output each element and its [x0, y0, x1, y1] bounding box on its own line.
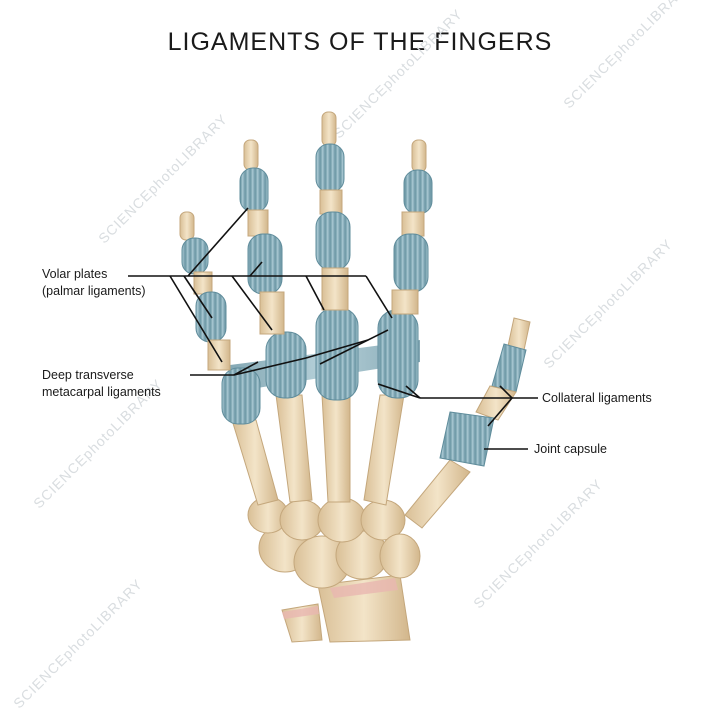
- label-deep-transverse: Deep transverse metacarpal ligaments: [42, 367, 161, 401]
- metacarpal-ring: [275, 394, 313, 503]
- label-volar-plates: Volar plates (palmar ligaments): [42, 266, 146, 300]
- ligament-capsule: [393, 233, 429, 293]
- phalanx: [247, 209, 269, 237]
- carpal-bone: [279, 499, 325, 541]
- ligament-capsule: [315, 211, 351, 271]
- ligament-capsule: [315, 143, 345, 193]
- leader-line: [231, 275, 273, 331]
- ligament-capsule: [265, 331, 307, 399]
- carpal-bones: [247, 496, 421, 589]
- finger-little: [179, 211, 231, 371]
- carpal-bone: [379, 533, 421, 579]
- finger-index: [391, 139, 433, 315]
- metacarpal-little: [231, 419, 279, 506]
- leader-line: [233, 357, 307, 376]
- leader-line: [365, 275, 393, 319]
- phalanx: [411, 139, 427, 173]
- ligament-capsule: [403, 169, 433, 215]
- ligament-capsule: [377, 309, 419, 399]
- ligament-capsule: [439, 411, 495, 467]
- phalanx: [321, 111, 337, 147]
- phalanx: [391, 289, 419, 315]
- ligament-capsule: [221, 367, 261, 425]
- ligament-capsule: [491, 343, 527, 393]
- finger-middle: [315, 111, 351, 311]
- leader-line: [249, 261, 263, 277]
- forearm-bones: [281, 574, 411, 643]
- label-collateral-ligaments: Collateral ligaments: [542, 391, 652, 405]
- metacarpal-thumb: [404, 459, 471, 529]
- leader-line: [499, 385, 513, 399]
- leader-line: [183, 275, 213, 319]
- leader-lines: [128, 207, 538, 450]
- label-line: Volar plates: [42, 267, 108, 281]
- leader-line: [233, 361, 259, 376]
- leader-line: [405, 385, 421, 399]
- leader-line: [319, 329, 389, 365]
- finger-thumb: [439, 317, 531, 467]
- phalanx: [179, 211, 195, 241]
- label-line: metacarpal ligaments: [42, 385, 161, 399]
- leader-line: [187, 207, 249, 277]
- phalanx: [243, 139, 259, 171]
- leader-line: [169, 275, 223, 363]
- finger-ring: [239, 139, 285, 335]
- metacarpal-index: [363, 394, 405, 506]
- label-line: (palmar ligaments): [42, 284, 146, 298]
- leader-line: [487, 397, 513, 427]
- leader-line: [305, 339, 369, 359]
- leader-line: [377, 383, 421, 399]
- wrist-ligament: [330, 578, 398, 598]
- diagram-title: LIGAMENTS OF THE FINGERS: [167, 28, 553, 56]
- label-joint-capsule: Joint capsule: [534, 442, 607, 456]
- metacarpal-middle: [321, 394, 351, 503]
- phalanx: [321, 267, 349, 311]
- ligament-capsule: [247, 233, 283, 295]
- phalanx: [475, 385, 517, 421]
- carpal-bone: [317, 497, 367, 543]
- label-line: Deep transverse: [42, 368, 134, 382]
- ligament-capsule: [239, 167, 269, 213]
- leader-line: [305, 275, 325, 311]
- metacarpal-bones: [231, 394, 471, 529]
- phalanx: [401, 211, 425, 237]
- phalanx: [507, 317, 531, 351]
- phalanx: [319, 189, 343, 215]
- ulna-ligament: [282, 606, 319, 619]
- phalanx: [259, 291, 285, 335]
- mcp-ligaments: [221, 307, 419, 425]
